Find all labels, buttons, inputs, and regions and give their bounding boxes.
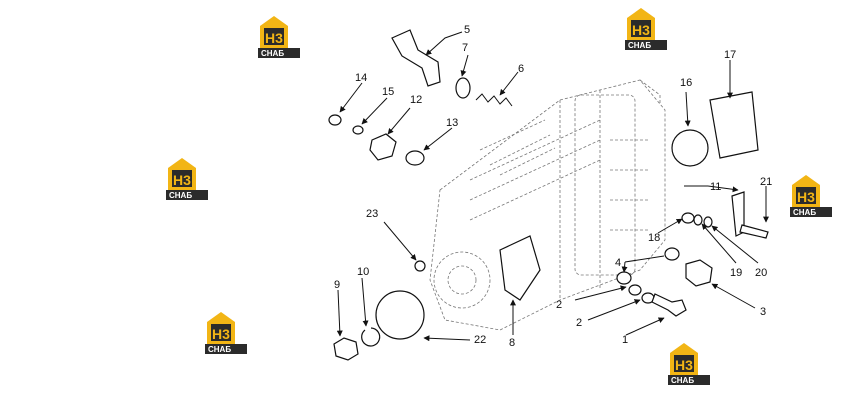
pump-body: [429, 79, 666, 331]
part-cover-8: [499, 235, 541, 301]
callout-6: 6: [518, 63, 524, 75]
callout-2b: 2: [576, 317, 582, 329]
part-washer-19: [693, 214, 703, 226]
callout-10: 10: [357, 266, 369, 278]
part-oring-16: [671, 129, 709, 167]
callout-4: 4: [615, 257, 621, 269]
part-nut-18: [681, 212, 695, 224]
callout-18: 18: [648, 232, 660, 244]
part-fitting-12: [369, 133, 397, 161]
callout-1: 1: [622, 334, 628, 346]
callout-15: 15: [382, 86, 394, 98]
part-bolt-1: [651, 293, 687, 317]
logo-middle-right: H3 СНАБ: [790, 175, 832, 217]
callout-2a: 2: [556, 299, 562, 311]
callout-3: 3: [760, 306, 766, 318]
logo-mark-text: H3: [173, 172, 191, 188]
callout-11: 11: [710, 181, 721, 193]
logo-mark-text: H3: [265, 30, 283, 46]
callout-14: 14: [355, 72, 367, 84]
callout-labels: 1 2 2 3 4 5 6 7 8 9 10 11 12 13 14 15 16…: [334, 24, 772, 349]
logo-mark-text: H3: [675, 357, 693, 373]
logo-mark-text: H3: [632, 22, 650, 38]
logo-bottom-left: H3 СНАБ: [205, 312, 247, 354]
part-washer-20: [703, 216, 713, 228]
part-spring-6: [475, 93, 513, 107]
callout-23: 23: [366, 208, 378, 220]
logo-top-center: H3 СНАБ: [625, 8, 667, 50]
callout-9: 9: [334, 279, 340, 291]
logo-top-left: H3 СНАБ: [258, 16, 300, 58]
logo-bottom-center: H3 СНАБ: [668, 343, 710, 385]
logo-caption: СНАБ: [628, 41, 651, 50]
part-washer-2a: [628, 284, 642, 296]
logo-caption: СНАБ: [169, 191, 192, 200]
logo-middle-left: H3 СНАБ: [166, 158, 208, 200]
callout-12: 12: [410, 94, 422, 106]
part-washer-4a: [664, 247, 680, 261]
callout-21: 21: [760, 176, 772, 188]
part-collar-7: [455, 77, 471, 99]
callout-7: 7: [462, 42, 468, 54]
callout-22: 22: [474, 334, 486, 346]
part-plug-3: [685, 259, 713, 287]
callout-5: 5: [464, 24, 470, 36]
part-screw-14: [328, 114, 342, 126]
part-gasket-22: [375, 290, 425, 340]
callout-13: 13: [446, 117, 458, 129]
callout-17: 17: [724, 49, 736, 61]
part-oring-23: [414, 260, 426, 272]
part-washer-4b: [616, 271, 632, 285]
callout-16: 16: [680, 77, 692, 89]
logo-caption: СНАБ: [208, 345, 231, 354]
part-plate-17: [709, 91, 759, 159]
logo-mark-text: H3: [212, 326, 230, 342]
part-washer-13: [405, 150, 425, 166]
part-bracket-5: [391, 29, 441, 87]
logo-caption: СНАБ: [793, 208, 816, 217]
logo-mark-text: H3: [797, 189, 815, 205]
part-washer-10: [361, 327, 381, 347]
part-nut-9: [333, 337, 359, 361]
part-screw-21: [739, 224, 769, 239]
callout-20: 20: [755, 267, 767, 279]
callout-19: 19: [730, 267, 742, 279]
logo-caption: СНАБ: [671, 376, 694, 385]
leader-lines: [336, 31, 769, 342]
logo-caption: СНАБ: [261, 49, 284, 58]
part-washer-15: [352, 125, 364, 135]
callout-8: 8: [509, 337, 515, 349]
